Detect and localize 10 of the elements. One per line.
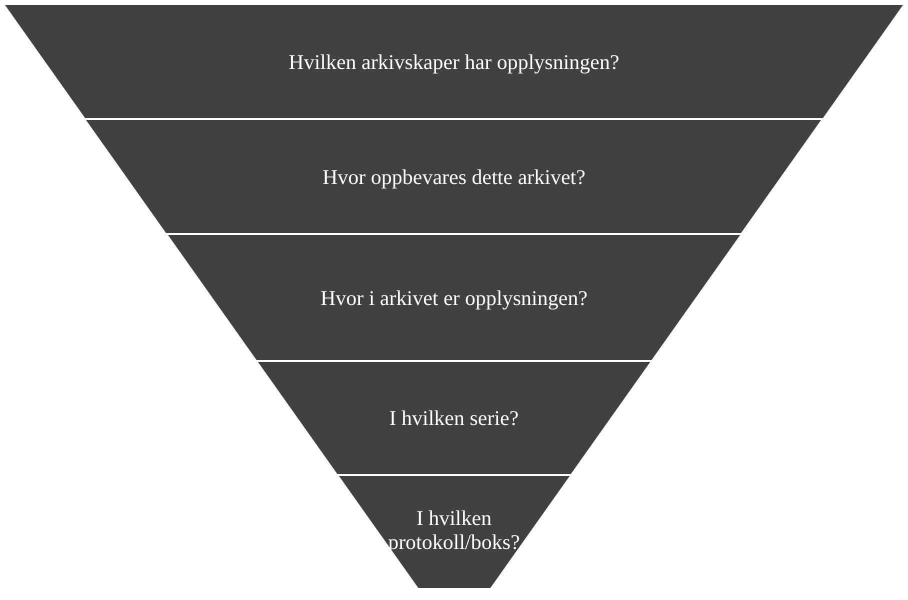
funnel-band xyxy=(258,362,650,474)
question-text: I hvilken serie? xyxy=(389,406,519,430)
question-text: Hvilken arkivskaper har opplysningen? xyxy=(288,50,620,74)
funnel-band xyxy=(168,235,740,360)
funnel-band xyxy=(5,5,903,118)
question-text: I hvilken protokoll/boks? xyxy=(387,506,521,554)
question-text: Hvor oppbevares dette arkivet? xyxy=(322,164,586,188)
funnel-band xyxy=(338,476,570,588)
question-text: Hvor i arkivet er opplysningen? xyxy=(320,286,588,310)
funnel-band xyxy=(86,120,822,233)
